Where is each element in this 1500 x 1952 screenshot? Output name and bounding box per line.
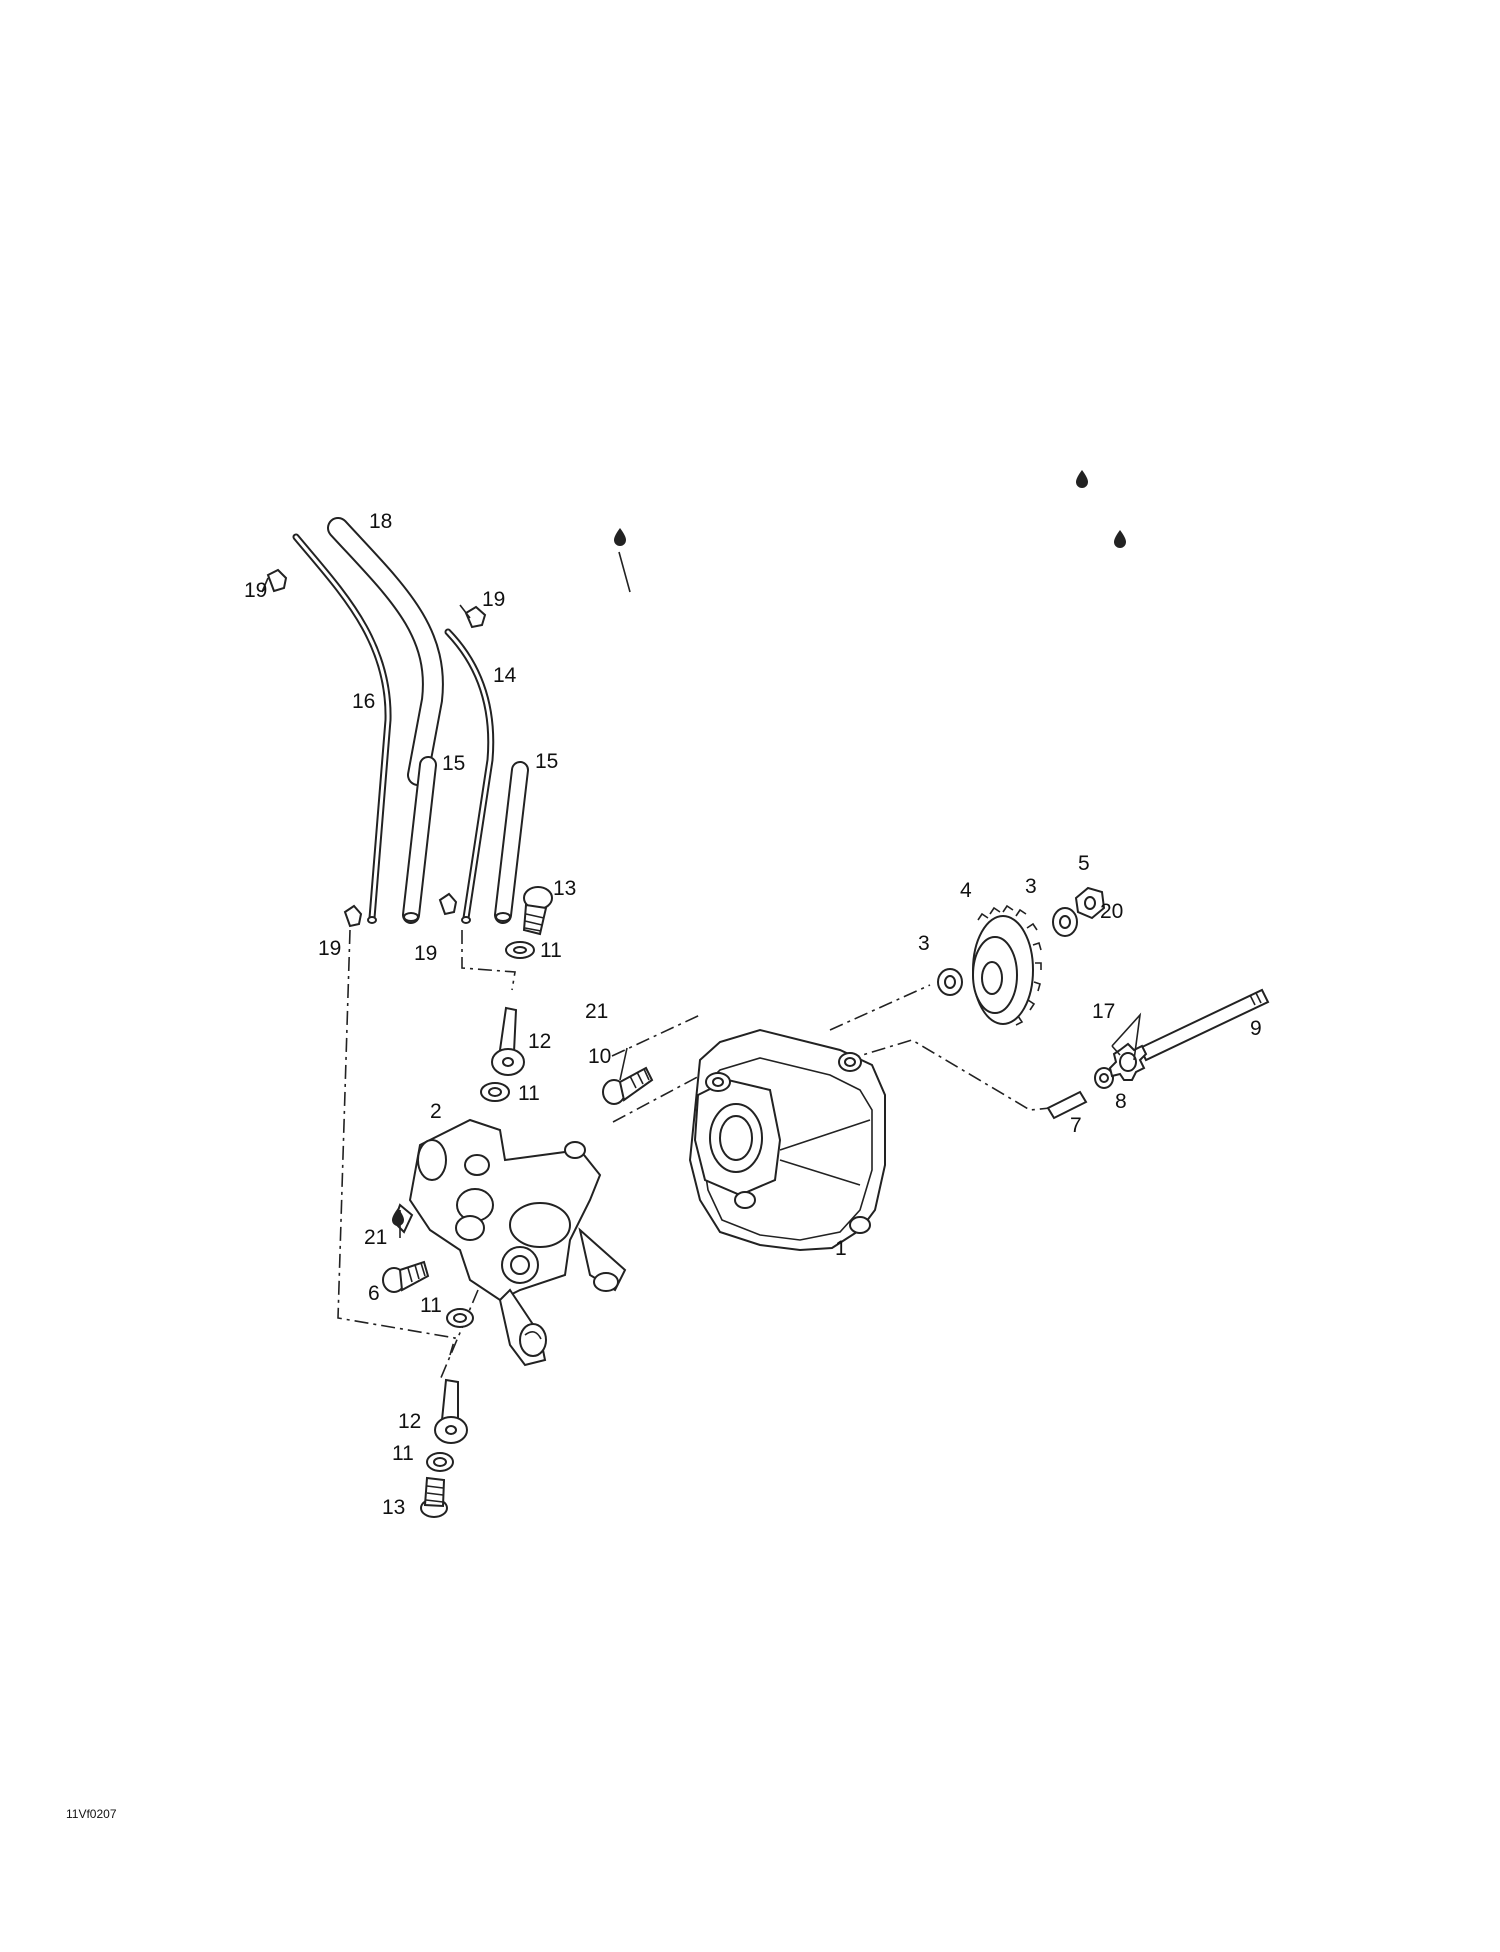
callout-21-left: 21 [364, 1226, 387, 1249]
callout-5: 5 [1078, 852, 1090, 875]
hose-14 [444, 628, 495, 924]
callout-19-bottom-right: 19 [414, 942, 437, 965]
nut-5 [1074, 886, 1106, 920]
callout-12-top: 12 [528, 1030, 551, 1053]
hose-18 [327, 517, 444, 786]
callout-11-b: 11 [518, 1082, 540, 1105]
tube-15-left [402, 756, 437, 924]
oil-pump-body [392, 1118, 627, 1367]
callout-1: 1 [835, 1237, 847, 1260]
screw-6 [382, 1260, 430, 1293]
banjo-bolt-13-top [522, 886, 553, 936]
callout-13-bottom: 13 [382, 1496, 405, 1519]
oil-drop-icon-20 [1076, 470, 1088, 488]
callout-7: 7 [1070, 1114, 1082, 1137]
washer-11-c [446, 1308, 474, 1328]
callout-9: 9 [1250, 1017, 1262, 1040]
callout-2: 2 [430, 1100, 442, 1123]
callout-19-bottom-left: 19 [318, 937, 341, 960]
callout-8: 8 [1115, 1090, 1127, 1113]
callout-6: 6 [368, 1282, 380, 1305]
washer-11-a [505, 941, 535, 959]
callout-21-top: 21 [585, 1000, 608, 1023]
callout-3-lower: 3 [918, 932, 930, 955]
clip-19-top-left [266, 568, 288, 593]
callout-17: 17 [1092, 1000, 1115, 1023]
assembly-lines [337, 929, 1051, 1381]
callout-16: 16 [352, 690, 375, 713]
washer-8 [1094, 1067, 1114, 1089]
callout-20: 20 [1100, 900, 1123, 923]
callout-10: 10 [588, 1045, 611, 1068]
callout-14: 14 [493, 664, 517, 687]
callout-11-c: 11 [420, 1294, 442, 1317]
shaft-9 [1108, 988, 1270, 1081]
callout-12-bottom: 12 [398, 1410, 421, 1433]
callout-19-top-right: 19 [482, 588, 505, 611]
callout-19-top-left: 19 [244, 579, 267, 602]
callout-4: 4 [960, 879, 972, 902]
oil-drop-icon-21-left [392, 1208, 404, 1226]
clip-19-bottom-right [438, 892, 458, 916]
gear-4 [972, 904, 1042, 1026]
pin-7 [1046, 1090, 1088, 1120]
banjo-bolt-13-bottom [420, 1476, 448, 1518]
clip-19-top-right [464, 605, 487, 629]
reference-code: 11Vf0207 [66, 1807, 117, 1821]
callout-18: 18 [369, 510, 392, 533]
callout-13-top: 13 [553, 877, 576, 900]
tube-15-right [494, 761, 529, 924]
banjo-fitting-12-bottom [434, 1378, 468, 1444]
banjo-fitting-12-top [491, 1006, 525, 1076]
oil-drop-icon-21-top [614, 528, 626, 546]
callout-11-a: 11 [540, 939, 562, 962]
callout-15-right: 15 [535, 750, 558, 773]
housing-cover [688, 1028, 886, 1252]
oil-drop-icon-17 [1114, 530, 1126, 548]
callout-3-upper: 3 [1025, 875, 1037, 898]
callout-15-left: 15 [442, 752, 465, 775]
washer-3-upper [1052, 907, 1078, 937]
clip-19-bottom-left [343, 904, 363, 928]
hose-16 [292, 533, 392, 924]
callout-11-d: 11 [392, 1442, 414, 1465]
screw-10 [602, 1066, 654, 1105]
callout-labels: 1 2 3 3 4 5 6 7 8 9 10 11 11 11 11 12 12… [244, 510, 1262, 1519]
washer-3-lower [937, 968, 963, 996]
washer-11-d [426, 1452, 454, 1472]
washer-11-b [480, 1082, 510, 1102]
